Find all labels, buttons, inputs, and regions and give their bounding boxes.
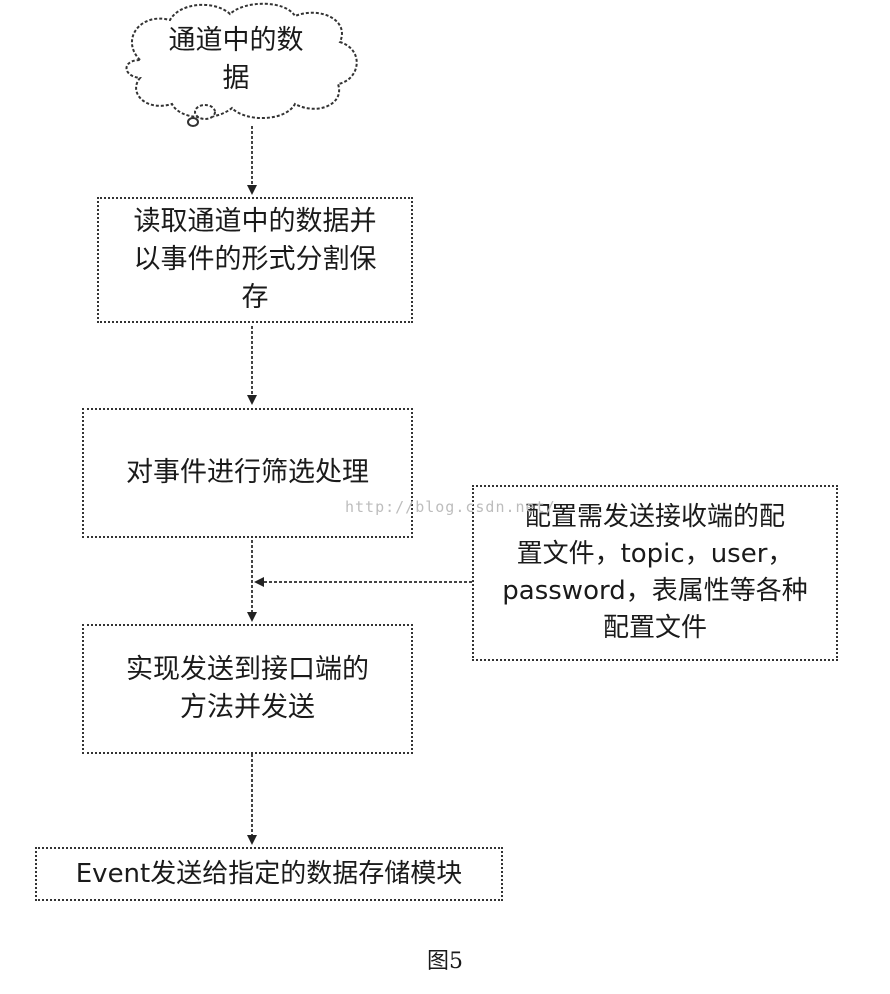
step-send-interface: 实现发送到接口端的 方法并发送 xyxy=(82,624,413,754)
side-note-config: 配置需发送接收端的配 置文件，topic，user， password，表属性等… xyxy=(472,485,838,661)
step-filter-events: 对事件进行筛选处理 xyxy=(82,408,413,538)
step-send-to-storage: Event发送给指定的数据存储模块 xyxy=(35,847,503,901)
cloud-tail-bubble-large xyxy=(194,104,216,120)
watermark-text: http://blog.csdn.net/ xyxy=(345,498,556,516)
start-node-label: 通道中的数 据 xyxy=(168,25,304,94)
start-cloud-shape xyxy=(125,2,358,120)
cloud-tail-bubble-small xyxy=(187,117,199,127)
step-read-and-split: 读取通道中的数据并 以事件的形式分割保 存 xyxy=(97,197,413,323)
figure-caption: 图5 xyxy=(427,949,463,974)
